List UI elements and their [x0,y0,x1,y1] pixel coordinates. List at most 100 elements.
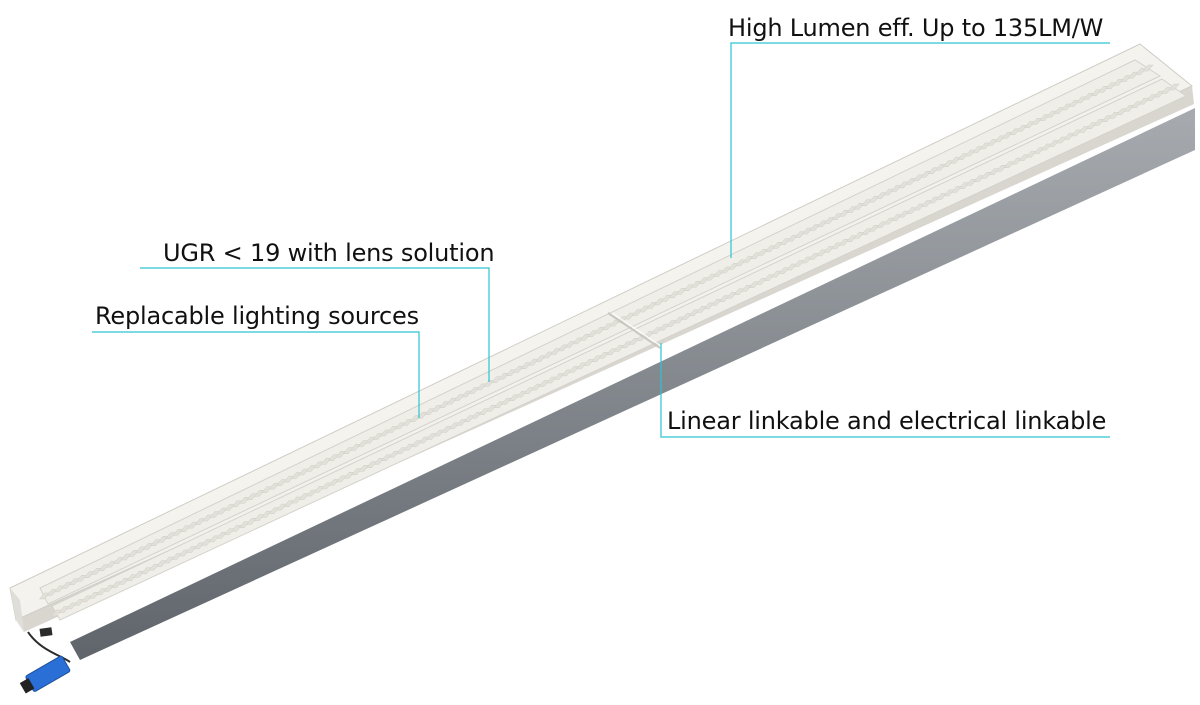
louver-cell [628,337,640,345]
louver-cell [1063,133,1075,140]
louver-cell [972,146,984,153]
louver-cell [268,507,280,514]
louver-cell [950,156,962,164]
louver-cell [1056,136,1068,144]
louver-cell [208,535,220,543]
louver-cell [527,358,539,366]
end-cap [10,588,24,632]
louver-cell [81,595,93,603]
louver-cell [771,270,782,278]
louver-cell [921,200,933,207]
louver-cell [366,461,378,468]
louver-cell [96,588,107,596]
louver-cell [1123,104,1135,112]
louver-cell [823,246,835,253]
louver-cell [646,302,658,309]
louver-cell [456,419,468,426]
louver-cell [276,479,288,486]
louver-cell [306,489,318,497]
louver-cell [135,546,147,554]
louver-cell [468,387,480,394]
leader-line-linkable [660,343,1110,438]
louver-cell [772,241,784,249]
louver-cell [486,404,498,412]
louver-cell [439,401,450,408]
louver-cell [579,334,591,341]
louver-cell [935,163,947,171]
louver-cell [61,582,73,589]
louver-cell [883,188,895,196]
louver-cell [733,288,745,296]
louver-cell [358,465,370,472]
louver-cell [431,404,443,412]
louver-cell [594,326,606,334]
louver-cell [927,167,939,175]
louver-cell [778,267,790,274]
louver-cell [808,253,820,260]
louver-cell [535,355,547,362]
louver-cell [964,149,976,157]
louver-cell [711,299,723,306]
louver-cell [786,263,798,271]
louver-cell [98,564,110,571]
louver-cell [127,550,139,557]
louver-cell [478,408,490,416]
louver-cell [320,458,332,465]
louver-cell [327,454,339,462]
louver-cell [621,341,633,348]
louver-cell [598,352,610,359]
louver-cell [505,369,517,377]
louver-cell [838,239,850,246]
louver-cell [779,238,791,245]
louver-cell [653,298,665,306]
louver-cell [523,387,535,394]
louver-cell [624,312,636,320]
louver-cell [216,532,228,539]
louver-cell [476,383,488,391]
louver-cell [846,206,858,213]
louver-cell [1101,115,1113,123]
louver-cell [1026,150,1037,158]
louver-cell [846,235,858,243]
callout-ugr: UGR < 19 with lens solution [163,239,495,267]
louver-cell [246,517,258,525]
louver-cell [58,606,70,613]
louver-cell [1127,71,1139,79]
louver-cell [305,465,317,472]
louver-cell [433,429,445,437]
louver-cell [350,443,362,451]
louver-cell [490,376,502,384]
power-cable [27,631,71,663]
louver-cell [572,337,584,345]
louver-cell [105,560,117,568]
louver-cell [951,186,963,193]
louver-cell [891,214,903,221]
louver-cell [920,171,932,178]
louver-cell [246,493,258,501]
louver-cell [735,259,747,267]
louver-cell [411,440,423,447]
louver-cell [816,220,828,228]
louver-cell [942,160,954,167]
louver-cell [756,277,768,285]
louver-cell [261,510,273,518]
louver-cell [416,412,428,419]
louver-cell [46,589,58,596]
louver-cell [1041,143,1053,151]
louver-cell [1068,100,1080,107]
louver-cell [224,504,236,511]
louver-cell [720,266,732,274]
louver-cell [606,348,617,356]
louver-cell [498,373,510,380]
louver-cell [171,553,183,560]
louver-cell [1146,94,1158,101]
louver-cell [666,320,678,327]
louver-cell [380,454,392,461]
louver-cell [853,202,865,210]
louver-cell [373,457,385,465]
louver-cell [957,153,969,160]
louver-cell [890,185,902,192]
louver-cell [103,585,115,592]
